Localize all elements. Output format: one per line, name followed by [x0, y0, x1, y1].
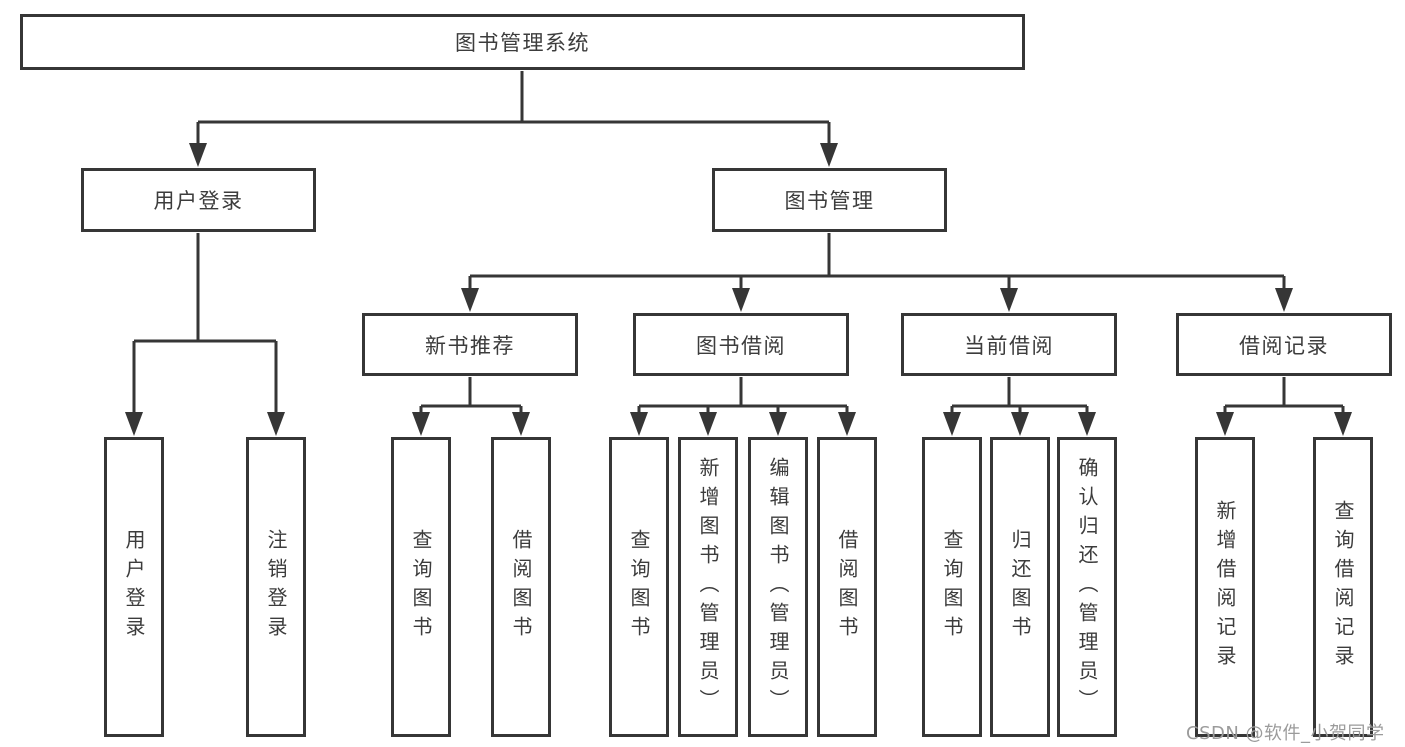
leaf-logout: 注销登录 — [246, 437, 306, 737]
leaf-edit-book-admin: 编辑图书（管理员） — [748, 437, 808, 737]
node-label: 查询借阅记录 — [1331, 500, 1355, 674]
leaf-add-borrow-record: 新增借阅记录 — [1195, 437, 1255, 737]
node-label: 查询图书 — [940, 529, 964, 645]
node-label: 编辑图书（管理员） — [766, 456, 790, 718]
node-label: 确认归还（管理员） — [1075, 456, 1099, 718]
node-label: 新书推荐 — [425, 333, 515, 358]
node-label: 用户登录 — [122, 529, 146, 645]
node-current-borrow: 当前借阅 — [901, 313, 1117, 376]
leaf-query-books-recommend: 查询图书 — [391, 437, 451, 737]
node-user-login: 用户登录 — [81, 168, 316, 232]
node-label: 借阅图书 — [835, 529, 859, 645]
node-label: 注销登录 — [264, 529, 288, 645]
node-borrow-records: 借阅记录 — [1176, 313, 1392, 376]
node-label: 借阅图书 — [509, 529, 533, 645]
leaf-query-borrow-record: 查询借阅记录 — [1313, 437, 1373, 737]
leaf-query-books-current: 查询图书 — [922, 437, 982, 737]
node-label: 新增借阅记录 — [1213, 500, 1237, 674]
leaf-confirm-return-admin: 确认归还（管理员） — [1057, 437, 1117, 737]
node-label: 图书借阅 — [696, 333, 786, 358]
csdn-watermark: CSDN @软件_小贺同学 — [1186, 723, 1385, 744]
leaf-borrow-books: 借阅图书 — [817, 437, 877, 737]
arrowheads — [125, 143, 1352, 436]
node-label: 图书管理系统 — [455, 31, 590, 55]
node-book-management: 图书管理 — [712, 168, 947, 232]
node-label: 归还图书 — [1008, 529, 1032, 645]
node-label: 查询图书 — [409, 529, 433, 645]
leaf-query-books-borrow: 查询图书 — [609, 437, 669, 737]
node-label: 借阅记录 — [1239, 333, 1329, 358]
node-new-book-recommend: 新书推荐 — [362, 313, 578, 376]
leaf-return-book: 归还图书 — [990, 437, 1050, 737]
node-label: 用户登录 — [153, 189, 244, 213]
node-label: 查询图书 — [627, 529, 651, 645]
node-book-borrow: 图书借阅 — [633, 313, 849, 376]
node-library-management-system: 图书管理系统 — [20, 14, 1025, 70]
leaf-user-login: 用户登录 — [104, 437, 164, 737]
node-label: 新增图书（管理员） — [696, 456, 720, 718]
leaf-add-book-admin: 新增图书（管理员） — [678, 437, 738, 737]
leaf-borrow-books-recommend: 借阅图书 — [491, 437, 551, 737]
node-label: 图书管理 — [784, 189, 875, 213]
node-label: 当前借阅 — [964, 333, 1054, 358]
